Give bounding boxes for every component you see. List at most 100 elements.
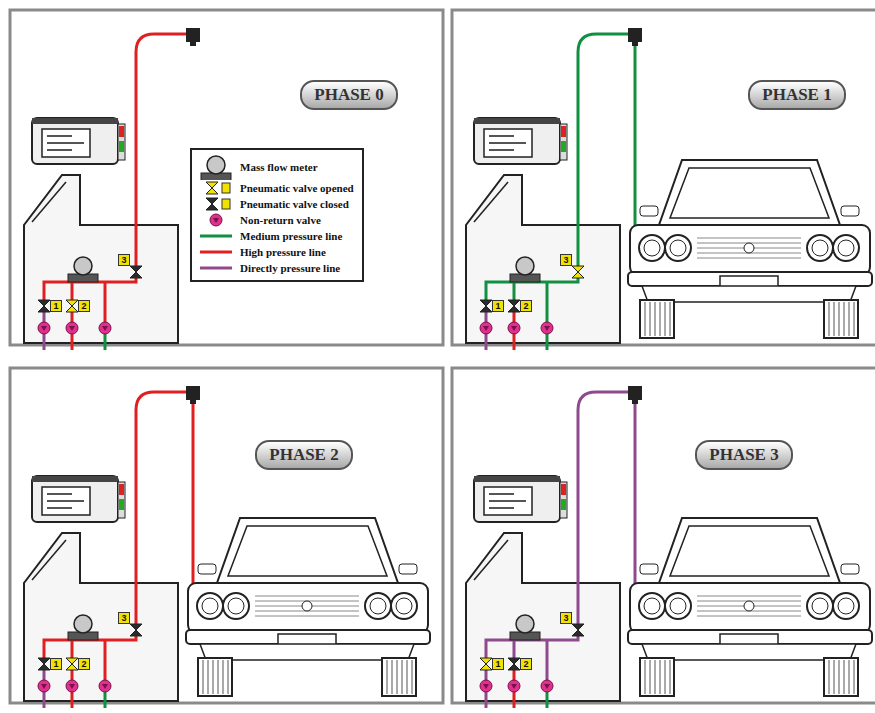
- display-line: [47, 507, 72, 509]
- car-tread: [660, 660, 661, 694]
- non-return-valve: [511, 684, 517, 689]
- mass-flow-meter: [74, 257, 92, 275]
- pneumatic-valve: [508, 658, 520, 664]
- car-tread: [655, 302, 656, 336]
- legend-text: High pressure line: [240, 246, 326, 258]
- mass-flow-meter: [207, 156, 225, 174]
- display-line: [489, 500, 526, 502]
- pneumatic-valve: [480, 300, 492, 306]
- car-tread: [660, 302, 661, 336]
- legend-line: [200, 235, 232, 238]
- car-tread: [849, 302, 850, 336]
- phase-panel: [452, 10, 875, 350]
- car-headlight: [228, 598, 244, 614]
- valve-tag: [222, 199, 230, 209]
- car-headlight: [391, 593, 417, 619]
- car-tread: [834, 660, 835, 694]
- car-headlight: [665, 593, 691, 619]
- car-headlight: [807, 593, 833, 619]
- car-headlight: [670, 598, 686, 614]
- car-headlight: [644, 598, 660, 614]
- non-return-valve: [508, 680, 520, 692]
- car-tread: [844, 660, 845, 694]
- car-headlight: [812, 240, 828, 256]
- manifold-line: [486, 636, 578, 680]
- pneumatic-valve: [206, 182, 218, 188]
- non-return-valve: [508, 322, 520, 334]
- nozzle-tip: [632, 398, 638, 404]
- pneumatic-valve: [480, 658, 492, 664]
- input-line: [71, 312, 74, 322]
- valve-number: 3: [560, 254, 571, 266]
- car-headlight: [639, 235, 665, 261]
- phase-label: PHASE 0: [300, 80, 398, 110]
- pneumatic-valve: [38, 664, 50, 670]
- car-headlight: [639, 593, 665, 619]
- car-tread: [213, 660, 214, 694]
- car-tread: [203, 660, 204, 694]
- pneumatic-valve: [508, 664, 520, 670]
- indicator-red: [119, 484, 124, 495]
- car-tread: [849, 660, 850, 694]
- pneumatic-valve: [508, 306, 520, 312]
- car-headlight: [223, 593, 249, 619]
- car-badge: [744, 601, 754, 611]
- legend-sample: [196, 196, 236, 212]
- car-mirror: [640, 206, 658, 216]
- legend-sample: [196, 244, 236, 260]
- non-return-valve: [69, 684, 75, 689]
- display-lip: [474, 118, 560, 124]
- car-headlight: [838, 598, 854, 614]
- cabinet-edge: [32, 540, 66, 580]
- display-line: [47, 135, 72, 137]
- display-unit: [32, 118, 118, 164]
- car-tread: [645, 660, 646, 694]
- nozzle: [186, 28, 200, 42]
- non-return-valve: [511, 326, 517, 331]
- non-return-valve: [41, 326, 47, 331]
- car-wheel: [640, 658, 674, 696]
- display-unit: [474, 118, 560, 164]
- car-tread: [655, 660, 656, 694]
- car-wheel: [824, 658, 858, 696]
- non-return-valve: [480, 322, 492, 334]
- car-body: [188, 583, 428, 633]
- input-line: [513, 312, 516, 322]
- legend-line: [200, 251, 232, 254]
- car-tread: [844, 302, 845, 336]
- pneumatic-valve: [206, 198, 218, 204]
- car-tread: [650, 660, 651, 694]
- pneumatic-valve: [130, 624, 142, 630]
- legend-sample: [196, 212, 236, 228]
- car-headlight: [812, 598, 828, 614]
- input-line: [71, 670, 74, 680]
- nozzle: [628, 386, 642, 400]
- display-line: [489, 149, 514, 151]
- non-return-valve: [541, 680, 553, 692]
- car-tread: [218, 660, 219, 694]
- car-body: [630, 583, 870, 633]
- valve-number: 1: [50, 300, 61, 312]
- car-tread: [670, 660, 671, 694]
- input-line: [43, 312, 46, 322]
- non-return-valve: [483, 684, 489, 689]
- display-lip: [474, 476, 560, 482]
- legend-row: High pressure line: [196, 244, 354, 260]
- mass-flow-meter: [516, 615, 534, 633]
- car-body: [630, 225, 870, 275]
- phase-panel: [10, 368, 443, 708]
- cabinet-edge: [474, 182, 508, 222]
- non-return-valve: [66, 680, 78, 692]
- car-headlight: [370, 598, 386, 614]
- panel-frame: [10, 368, 443, 703]
- phase-title: PHASE 2: [269, 445, 338, 464]
- legend-text: Pneumatic valve closed: [240, 198, 349, 210]
- indicator: [118, 124, 125, 160]
- indicator: [560, 482, 567, 518]
- car-headlight: [202, 598, 218, 614]
- car-tread: [208, 660, 209, 694]
- indicator-green: [119, 141, 124, 152]
- car-headlight: [670, 240, 686, 256]
- pneumatic-valve: [572, 624, 584, 630]
